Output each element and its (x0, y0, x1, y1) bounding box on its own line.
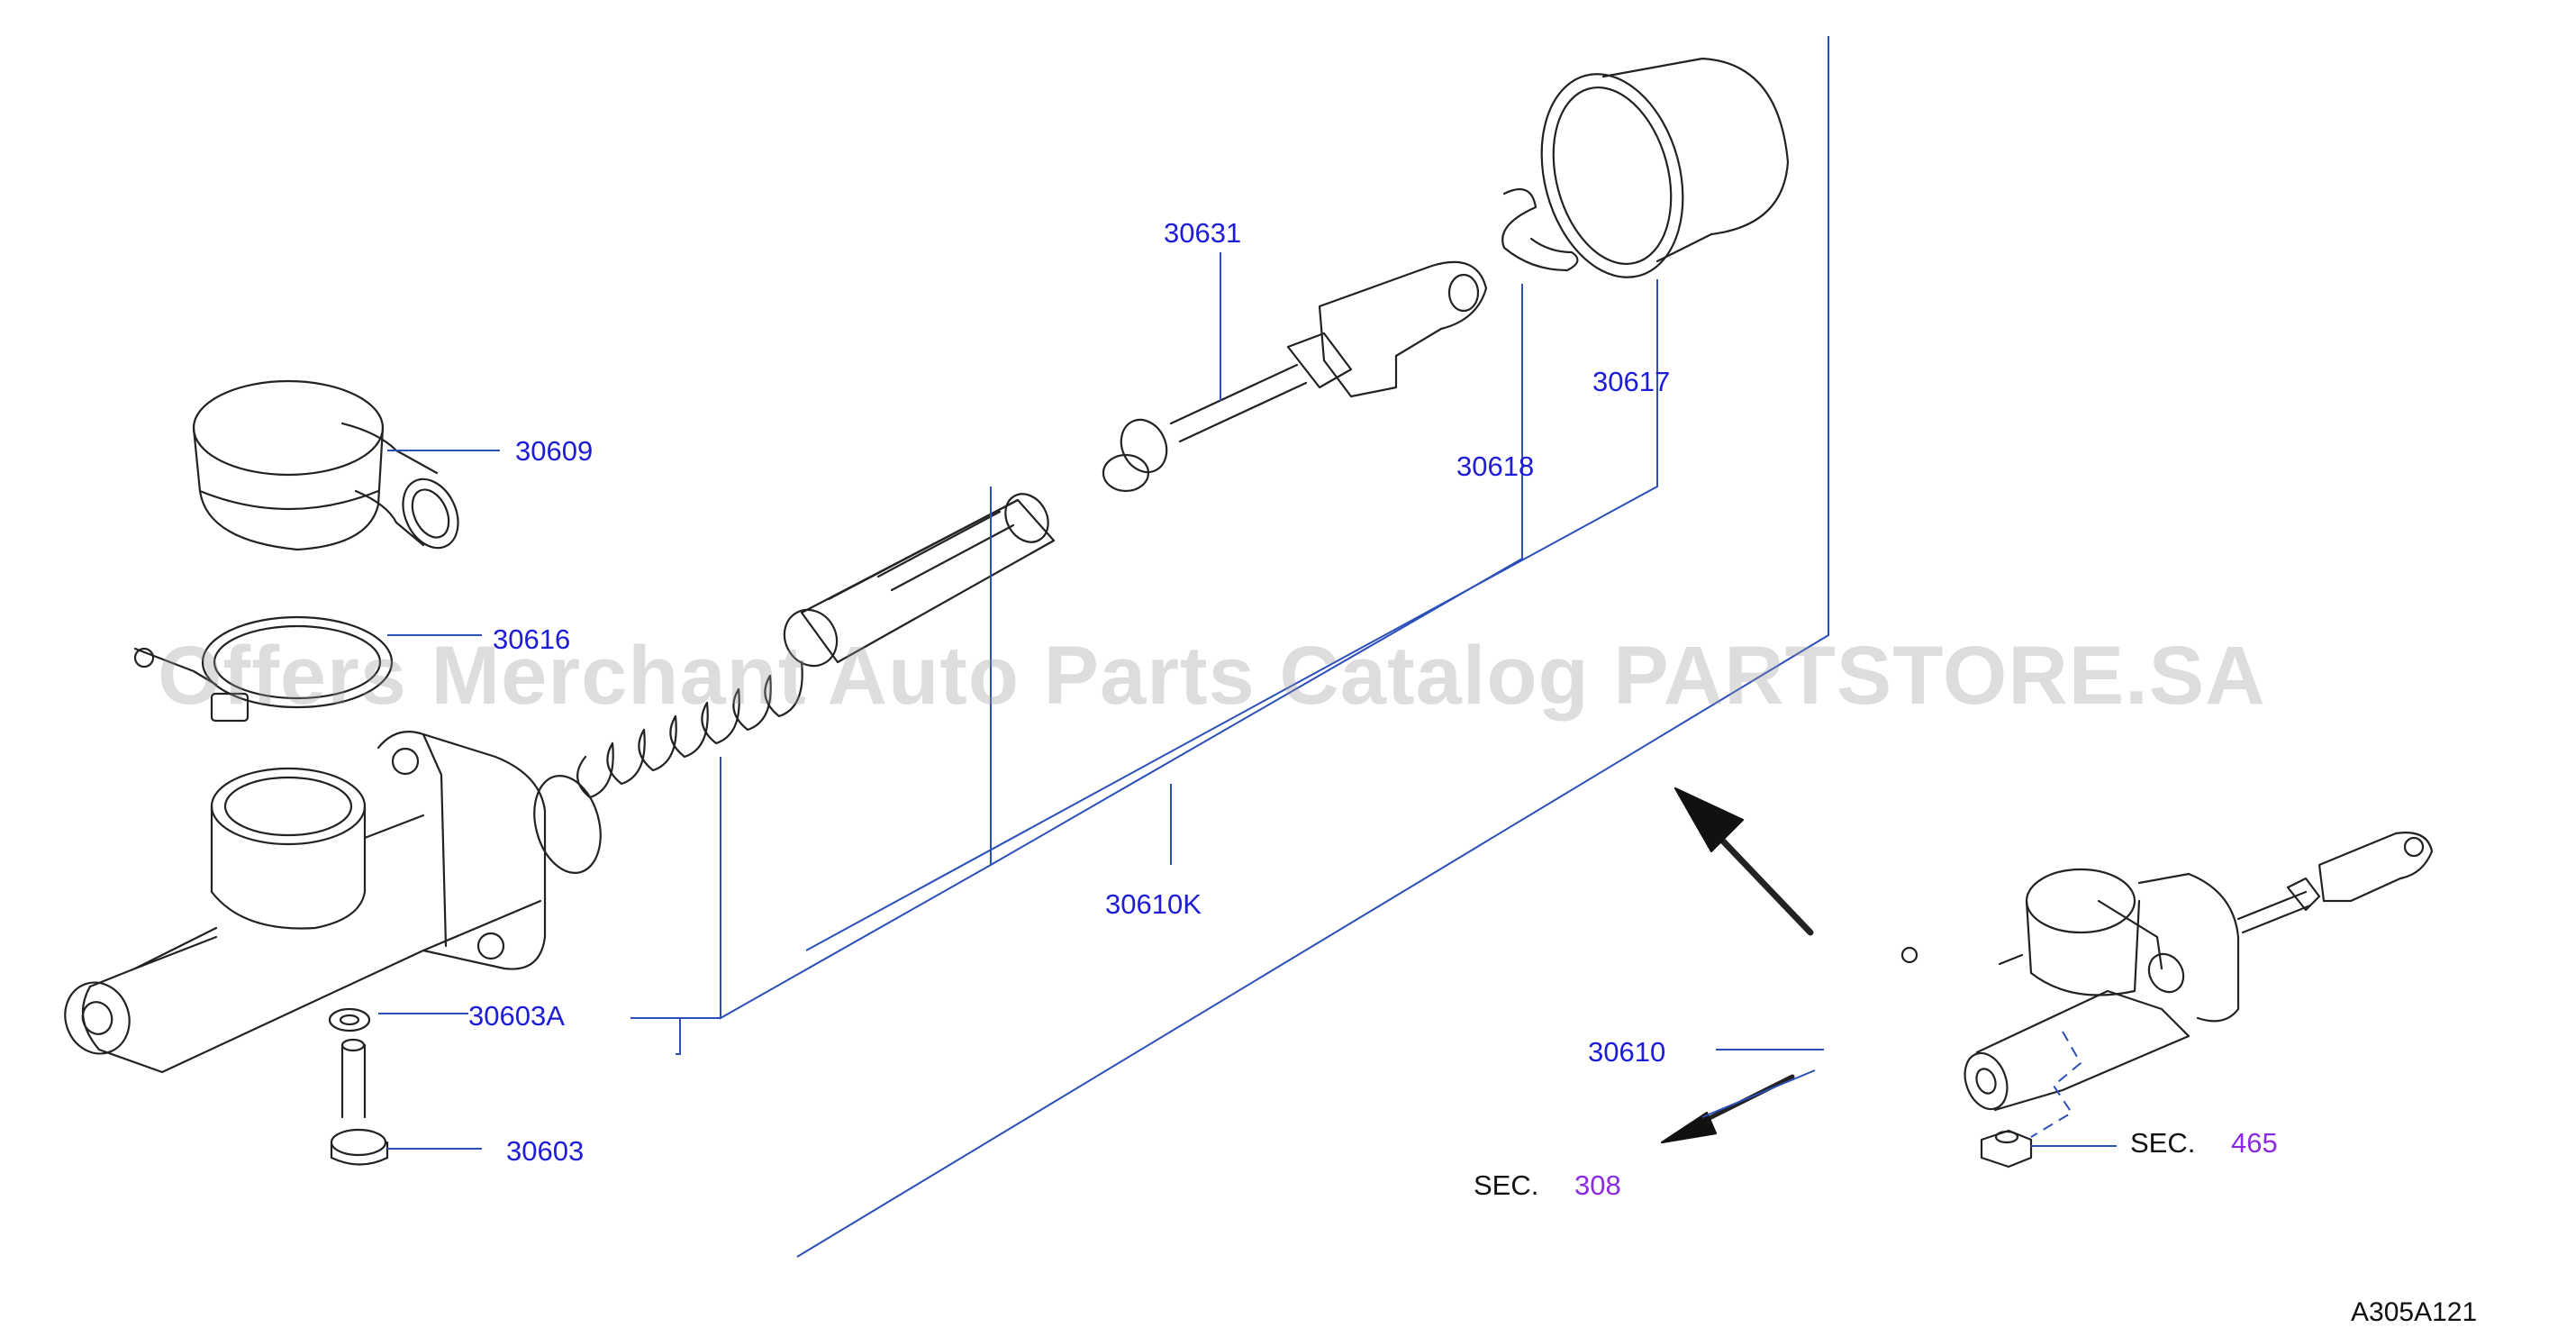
part-label-30610[interactable]: 30610 (1588, 1036, 1666, 1068)
part-label-30631[interactable]: 30631 (1164, 217, 1242, 249)
section-ref-308[interactable]: 308 (1574, 1169, 1621, 1201)
dust-boot-drawing (1540, 57, 1790, 278)
part-label-30610K[interactable]: 30610K (1105, 888, 1202, 920)
reservoir-cap-drawing (192, 379, 459, 551)
fastener-drawings (328, 1007, 2033, 1169)
leader-lines (378, 36, 2117, 1258)
part-label-30616[interactable]: 30616 (493, 623, 571, 655)
drawing-code: A305A121 (2351, 1297, 2478, 1327)
clamp-ring-drawing (133, 615, 394, 723)
section-ref-465[interactable]: 465 (2231, 1127, 2278, 1159)
part-label-30603[interactable]: 30603 (506, 1135, 585, 1167)
piston-drawing (783, 493, 1056, 668)
assembly-drawing (1900, 832, 2434, 1112)
retaining-clip-drawing (1501, 187, 1579, 272)
part-label-30617[interactable]: 30617 (1592, 366, 1671, 397)
part-label-30603A[interactable]: 30603A (468, 1000, 565, 1032)
section-ref-prefix: SEC. (2130, 1127, 2196, 1159)
push-rod-drawing (1102, 260, 1488, 493)
part-label-30618[interactable]: 30618 (1456, 450, 1535, 482)
part-label-30609[interactable]: 30609 (515, 435, 594, 467)
master-cylinder-drawing (64, 731, 602, 1074)
direction-arrow-drawing (1660, 787, 1814, 1144)
section-ref-prefix: SEC. (1474, 1169, 1539, 1201)
return-spring-drawing (576, 660, 803, 799)
